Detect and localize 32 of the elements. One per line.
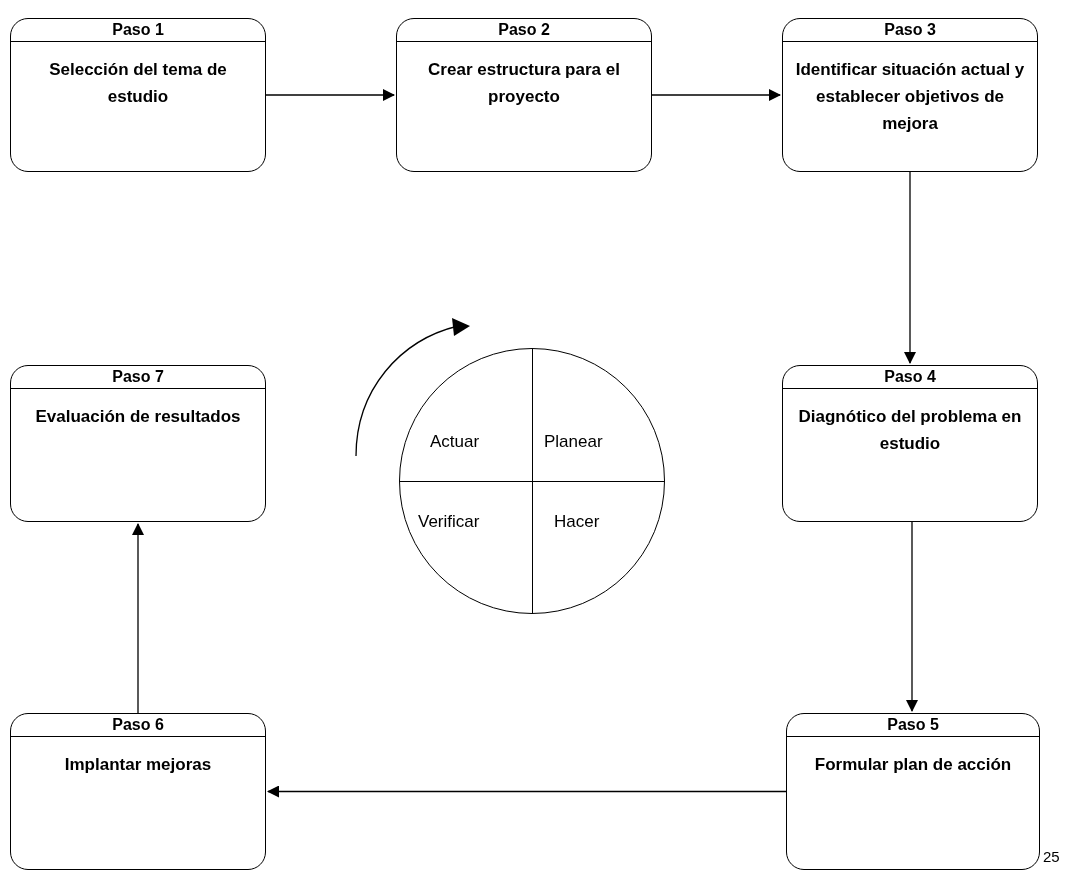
step-box <box>10 713 266 870</box>
step-box <box>786 713 1040 870</box>
step-title: Paso 5 <box>887 717 939 733</box>
step-title: Paso 6 <box>112 717 164 733</box>
step-description: Selección del tema de estudio <box>48 59 228 108</box>
step-box <box>396 18 652 172</box>
step-description: Diagnótico del problema en estudio <box>797 406 1023 455</box>
step-box <box>10 365 266 522</box>
quadrant-label: Verificar <box>418 511 480 533</box>
step-box <box>782 365 1038 522</box>
step-description: Implantar mejoras <box>64 754 212 776</box>
arrow <box>267 785 787 798</box>
arrow <box>906 521 918 712</box>
quadrant-label: Planear <box>544 431 603 453</box>
step-description: Identificar situación actual y establecer objetivos de mejora <box>794 59 1026 135</box>
quadrant-label: Actuar <box>430 431 480 453</box>
arrow <box>132 523 144 714</box>
arrow <box>651 89 781 101</box>
page-number: 25 <box>1043 847 1060 867</box>
step-description: Formular plan de acción <box>814 754 1012 776</box>
step-description: Crear estructura para el proyecto <box>427 59 621 108</box>
step-description: Evaluación de resultados <box>35 406 241 428</box>
step-box <box>10 18 266 172</box>
step-box <box>782 18 1038 172</box>
arrow <box>904 171 916 364</box>
step-title: Paso 1 <box>112 22 164 38</box>
quadrant-label: Hacer <box>554 511 600 533</box>
arrow <box>265 89 395 101</box>
step-title: Paso 4 <box>884 369 936 385</box>
step-title: Paso 3 <box>884 22 936 38</box>
step-title: Paso 7 <box>112 369 164 385</box>
step-title: Paso 2 <box>498 22 550 38</box>
